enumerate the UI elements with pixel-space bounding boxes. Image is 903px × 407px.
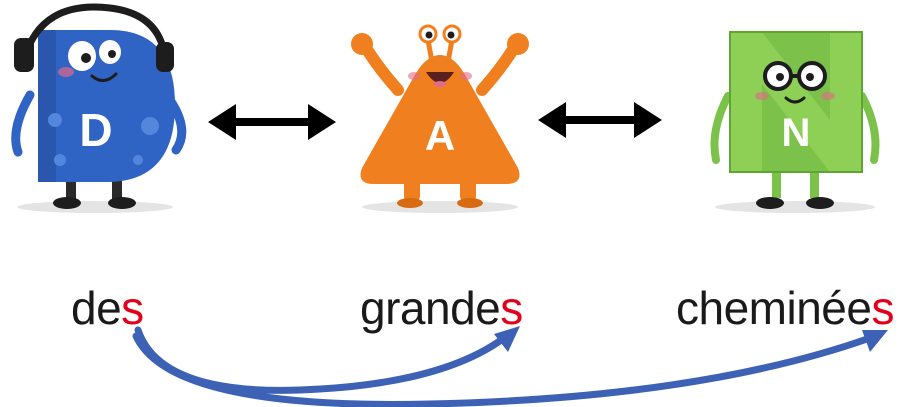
double-headed-arrow-icon xyxy=(208,104,336,140)
word-des: des xyxy=(71,282,144,334)
word-grandes: grandes xyxy=(360,282,523,334)
monster-d: D xyxy=(11,3,187,213)
double-headed-arrow-icon xyxy=(538,102,662,138)
word-stem: de xyxy=(71,282,122,334)
word-stem: cheminée xyxy=(676,282,872,334)
letter-d: D xyxy=(79,104,112,156)
letter-a: A xyxy=(425,112,455,159)
curved-arrow-icon xyxy=(132,330,888,407)
word-cheminees: cheminées xyxy=(676,282,894,334)
monster-a: A xyxy=(351,24,529,213)
plural-ending: s xyxy=(121,282,144,334)
letter-n: N xyxy=(782,111,811,155)
plural-ending: s xyxy=(500,282,523,334)
word-stem: grande xyxy=(360,282,501,334)
monster-n: N xyxy=(710,31,880,213)
plural-ending: s xyxy=(871,282,894,334)
